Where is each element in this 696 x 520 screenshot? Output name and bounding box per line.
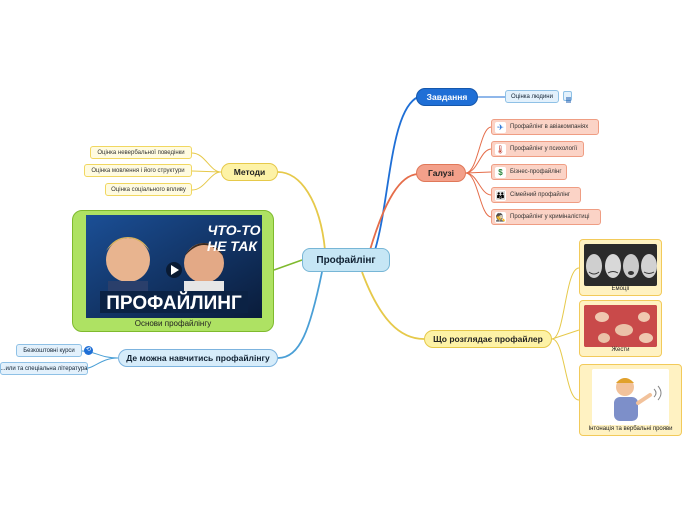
method-item[interactable]: Оцінка невербальної поведінки [90, 146, 192, 159]
industry-label: Профайлінг в авіакомпаніях [510, 124, 589, 130]
gestures-image [584, 305, 657, 347]
card-caption: Емоції [611, 286, 630, 292]
play-icon [171, 265, 179, 275]
video-card[interactable]: ЧТО-ТО НЕ ТАК ПРОФАЙЛИНГ Основи профайлі… [72, 210, 274, 332]
industry-item[interactable]: 🕵 Профайлінг у криміналістиці [491, 209, 601, 225]
method-item[interactable]: Оцінка соціального впливу [105, 183, 192, 196]
industry-item[interactable]: $ Бізнес-профайлінг [491, 164, 567, 180]
learn-item[interactable]: Безкоштовні курси [16, 344, 82, 357]
industry-item[interactable]: ✈ Профайлінг в авіакомпаніях [491, 119, 599, 135]
profiler-card-intonation[interactable]: Інтонація та вербальні прояви [579, 364, 682, 436]
video-caption: Основи профайлінгу [134, 319, 212, 328]
card-caption: Жести [611, 347, 630, 353]
industry-label: Бізнес-профайлінг [510, 169, 562, 175]
industry-label: Профайлінг у психології [510, 146, 578, 152]
branch-tasks[interactable]: Завдання [416, 88, 478, 106]
branch-industries[interactable]: Галузі [416, 164, 466, 182]
thermometer-icon: 🌡 [495, 143, 506, 155]
industry-item[interactable]: 🌡 Профайлінг у психології [491, 141, 584, 157]
emotions-image [584, 244, 657, 286]
family-icon: 👪 [495, 189, 506, 201]
video-thumbnail[interactable]: ЧТО-ТО НЕ ТАК ПРОФАЙЛИНГ [86, 215, 262, 318]
profiler-card-emotions[interactable]: Емоції [579, 239, 662, 296]
profiler-card-gestures[interactable]: Жести [579, 300, 662, 357]
intonation-image [592, 369, 669, 425]
method-item[interactable]: Оцінка мовлення і його структури [84, 164, 192, 177]
branch-methods[interactable]: Методи [221, 163, 278, 181]
airplane-icon: ✈ [495, 121, 506, 133]
industry-label: Профайлінг у криміналістиці [510, 214, 590, 220]
central-topic[interactable]: Профайлінг [302, 248, 390, 272]
list-icon[interactable] [563, 91, 572, 103]
video-title-line2: НЕ ТАК [207, 238, 258, 254]
detective-icon: 🕵 [495, 211, 506, 223]
link-icon[interactable]: ⟲ [84, 346, 93, 355]
video-banner: ПРОФАЙЛИНГ [106, 292, 242, 314]
dollar-icon: $ [495, 166, 506, 178]
branch-profiler[interactable]: Що розглядає профайлер [424, 330, 552, 348]
industry-label: Сімейний профайлінг [510, 192, 571, 198]
task-item[interactable]: Оцінка людини [505, 90, 559, 103]
industry-item[interactable]: 👪 Сімейний профайлінг [491, 187, 581, 203]
branch-learn[interactable]: Де можна навчитись профайлінгу [118, 349, 278, 367]
learn-item[interactable]: ...или та спеціальна література [0, 362, 88, 375]
card-caption: Інтонація та вербальні прояви [588, 426, 673, 432]
video-title-line1: ЧТО-ТО [207, 222, 260, 238]
